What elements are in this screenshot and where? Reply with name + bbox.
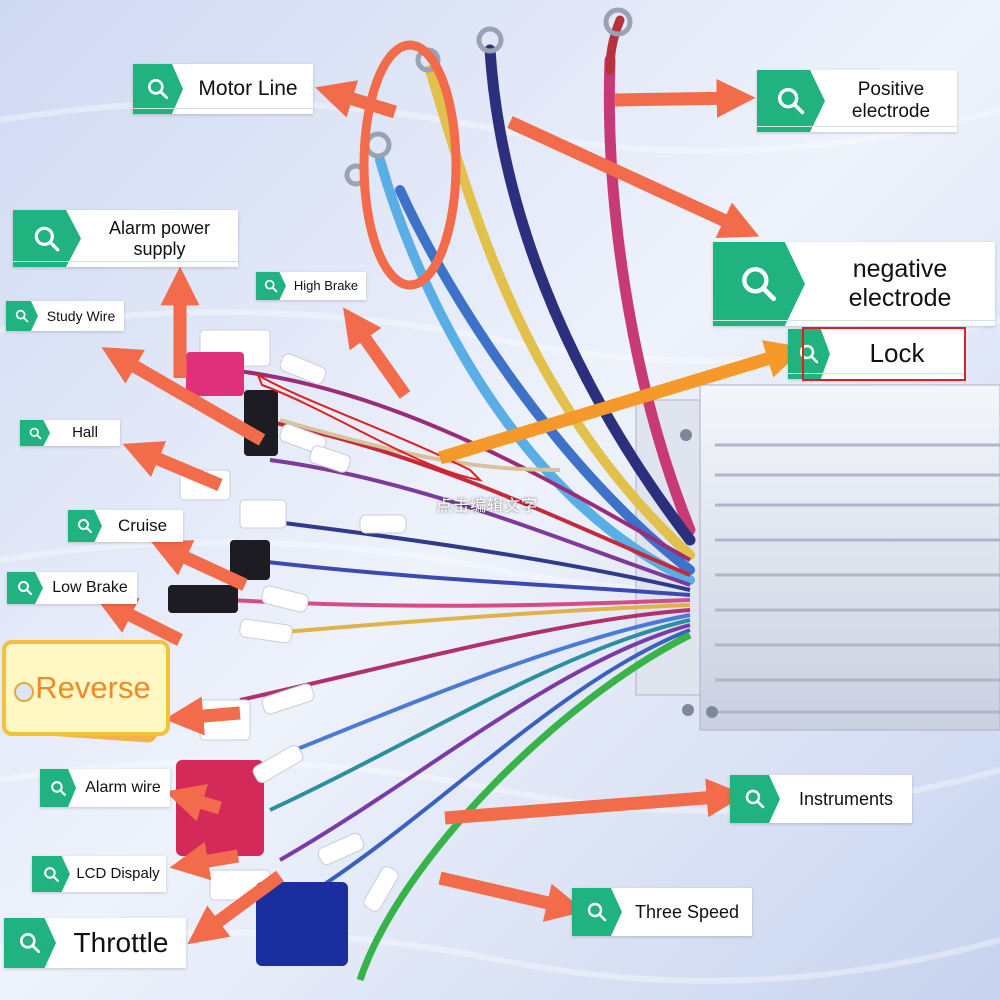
- label-text: negative electrode: [848, 255, 952, 312]
- label-text: Hall: [72, 424, 98, 442]
- lock-highlight-box: [802, 327, 966, 381]
- search-icon: [6, 301, 38, 331]
- label-low-brake: Low Brake: [7, 572, 137, 604]
- label-text: Alarm power supply: [108, 217, 211, 259]
- search-icon: [572, 888, 622, 936]
- arrow-positive-electrode: [614, 78, 756, 118]
- arrow-lcd-display: [169, 841, 240, 881]
- arrow-alarm-wire: [165, 784, 222, 822]
- arrow-instruments: [444, 778, 746, 825]
- wire-sleeves: [239, 353, 407, 912]
- search-icon: [4, 918, 56, 968]
- signal-wires: [229, 368, 692, 982]
- arrow-study-wire: [101, 347, 266, 446]
- label-hall: Hall: [20, 420, 120, 446]
- label-text: Alarm wire: [85, 778, 161, 796]
- controller-box: [635, 384, 1000, 731]
- label-motor-line: Motor Line: [133, 64, 313, 114]
- label-three-speed: Three Speed: [572, 888, 752, 936]
- overlay-note: 点击编辑文字: [436, 498, 539, 515]
- label-text: Low Brake: [52, 578, 128, 596]
- arrow-low-brake: [96, 598, 183, 646]
- search-icon: [32, 856, 70, 892]
- arrow-three-speed: [438, 871, 586, 922]
- lock-wire-highlight: [255, 372, 483, 482]
- label-text: Throttle: [73, 926, 169, 958]
- label-positive-electrode: Positive electrode: [757, 70, 957, 132]
- search-icon: [788, 329, 830, 379]
- search-icon: [7, 572, 43, 604]
- label-lock: Lock: [788, 329, 964, 379]
- label-text: Study Wire: [46, 307, 116, 324]
- search-icon: [40, 769, 76, 807]
- search-icon: [68, 510, 102, 542]
- arrow-motor-line: [315, 80, 397, 119]
- motor-line-highlight: [359, 40, 461, 290]
- arrow-throttle: [187, 870, 284, 945]
- arrow-negative-electrode: [507, 116, 760, 238]
- label-text: Cruise: [117, 516, 168, 536]
- power-wires: [375, 15, 696, 585]
- label-negative-electrode: negative electrode: [713, 242, 995, 326]
- search-icon: [713, 242, 805, 326]
- label-text: Positive electrode: [851, 79, 931, 122]
- label-instruments: Instruments: [730, 775, 912, 823]
- arrow-lock: [438, 340, 805, 465]
- label-high-brake: High Brake: [256, 272, 366, 300]
- label-text: Motor Line: [198, 76, 298, 100]
- label-text: Lock: [869, 338, 925, 369]
- label-study-wire: Study Wire: [6, 301, 124, 331]
- label-cruise: Cruise: [68, 510, 183, 542]
- label-text: LCD Dispaly: [76, 865, 160, 883]
- arrow-high-brake: [342, 307, 411, 399]
- search-icon: [256, 272, 286, 300]
- arrow-hall: [122, 441, 223, 491]
- label-text: High Brake: [293, 277, 359, 293]
- search-icon: [757, 70, 825, 132]
- label-reverse: Reverse: [2, 640, 172, 744]
- ring-terminals: [344, 7, 633, 187]
- search-icon: [730, 775, 780, 823]
- label-alarm-power-supply: Alarm power supply: [13, 210, 238, 267]
- arrow-reverse: [164, 696, 241, 736]
- label-throttle: Throttle: [4, 918, 186, 968]
- tag-hole: [14, 682, 34, 702]
- label-text: Reverse: [35, 670, 151, 705]
- search-icon: [20, 420, 50, 446]
- arrow-cruise: [150, 540, 248, 591]
- pointer-arrows: [96, 78, 760, 945]
- label-lcd-display: LCD Dispaly: [32, 856, 166, 892]
- label-text: Three Speed: [634, 901, 740, 922]
- search-icon: [133, 64, 183, 114]
- label-alarm-wire: Alarm wire: [40, 769, 170, 807]
- search-icon: [13, 210, 81, 267]
- label-text: Instruments: [798, 788, 894, 809]
